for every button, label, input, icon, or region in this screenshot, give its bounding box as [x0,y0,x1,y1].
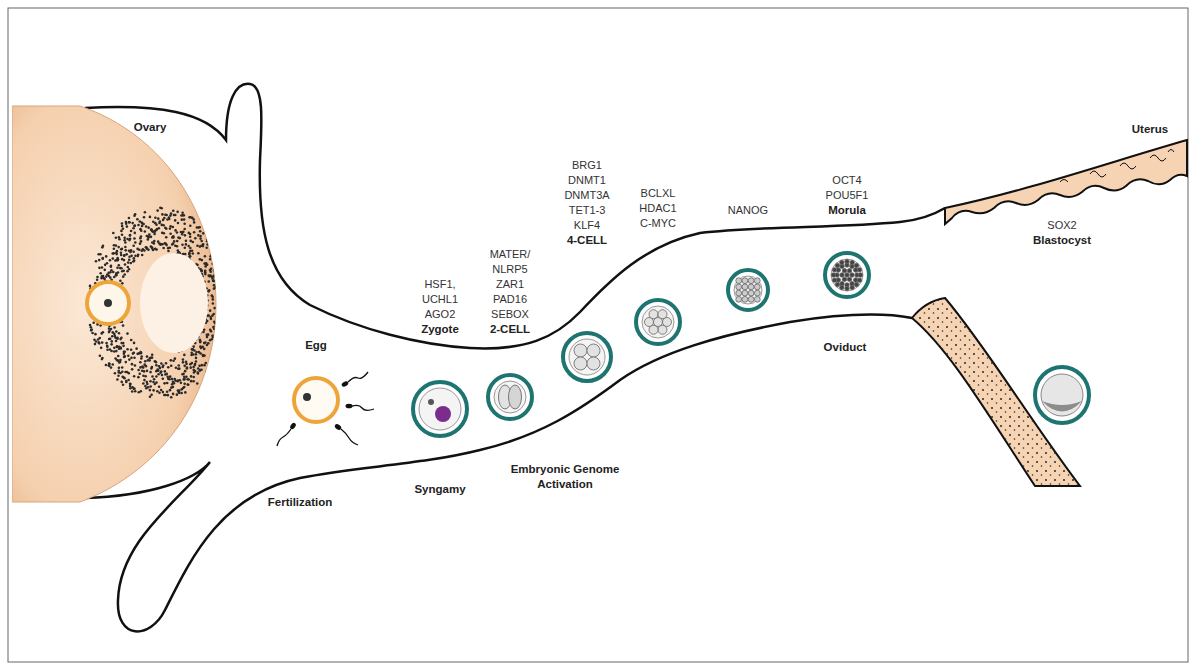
zona [825,253,869,297]
event-label: Syngamy [414,482,465,497]
event-label: Fertilization [268,495,333,510]
embryo-stage: HSF1, UCHL1 AGO2Zygote [409,274,471,440]
gene-list: OCT4 POU5F1 [824,173,871,203]
zona [636,300,680,344]
ovary-organ: Ovary [12,104,218,504]
nucleus [303,393,311,401]
stage-name: Ovary [134,120,167,135]
zona [488,375,532,419]
frame [8,8,1188,662]
embryo-drawing [632,296,684,348]
embryo-stage: SOX2Blastocyst [1030,215,1094,427]
embryo-stage: MATER/ NLRP5 ZAR1 PAD16 SEBOX2-CELL [484,244,536,423]
follicle-antrum [140,253,208,353]
stage-name: 4-CELL [567,233,607,248]
embryo-drawing [409,378,471,440]
polar-body [428,399,434,405]
cytoplasm [642,306,674,338]
blastomeres [736,278,760,302]
zona [1035,367,1089,423]
label-stack: OCT4 POU5F1Morula [821,173,873,218]
uterine-glands [1060,150,1174,183]
uterus-wall [945,140,1187,224]
blastocoel [1041,374,1083,416]
zona [728,270,768,310]
pronucleus [435,406,451,422]
embryo-stage: BRG1 DNMT1 DNMT3A TET1-3 KLF44-CELL [559,155,615,385]
blastomeres [645,310,672,335]
ovary-shape [12,104,218,504]
label-stack: NANOG [724,203,772,218]
cytoplasm [734,276,762,304]
gene-list: BCLXL HDAC1 C-MYC [637,186,679,231]
cytoplasm [569,339,605,375]
embryo-drawing [821,249,873,301]
embryo-drawing [290,374,342,426]
cytoplasm [831,259,863,291]
gene-list: BRG1 DNMT1 DNMT3A TET1-3 KLF4 [562,158,612,233]
cytoplasm [419,388,461,430]
embryo-stage: BCLXL HDAC1 C-MYC [632,183,684,348]
zona [294,378,338,422]
gene-list: SOX2 [1045,218,1079,233]
stage-name: 2-CELL [490,322,530,337]
label-stack: MATER/ NLRP5 ZAR1 PAD16 SEBOX2-CELL [484,247,536,337]
embryo-drawing [559,329,615,385]
label-stack: HSF1, UCHL1 AGO2Zygote [409,277,471,337]
egg-cell: Egg [290,335,342,426]
sperm [277,372,374,446]
gene-list: MATER/ NLRP5 ZAR1 PAD16 SEBOX [488,247,533,322]
organ-label: Uterus [1132,122,1168,137]
embryo-drawing [484,371,536,423]
gene-list: NANOG [726,203,771,218]
zona [413,382,467,436]
event-label: Embryonic Genome Activation [500,462,630,492]
gene-list: HSF1, UCHL1 AGO2 [420,277,461,322]
embryo-stage: NANOG [724,200,772,314]
label-stack: BCLXL HDAC1 C-MYC [632,186,684,231]
oocyte-nucleus [104,299,112,307]
zona [563,333,611,381]
stage-name: Egg [305,338,327,353]
label-stack: Ovary [134,120,167,135]
blastomeres [574,344,600,370]
oviduct-upper-wall [85,84,945,349]
follicle-cells [89,206,218,398]
stage-name: Zygote [421,322,459,337]
oviduct-lower-wall [85,315,912,632]
cytoplasm [494,381,526,413]
label-stack: BRG1 DNMT1 DNMT3A TET1-3 KLF44-CELL [559,158,615,248]
organ-label: Oviduct [824,340,867,355]
ovary-body [12,106,216,502]
label-stack: Egg [290,338,342,353]
inner-cell-mass [1042,401,1082,412]
oocyte [87,282,129,324]
label-stack: SOX2Blastocyst [1030,218,1094,248]
stage-name: Morula [828,203,866,218]
blastomeres [831,259,862,290]
embryo-drawing [724,266,772,314]
embryo-stage: OCT4 POU5F1Morula [821,170,873,301]
embryo-drawing [1030,363,1094,427]
stage-name: Blastocyst [1033,233,1091,248]
blastomere [509,385,522,409]
